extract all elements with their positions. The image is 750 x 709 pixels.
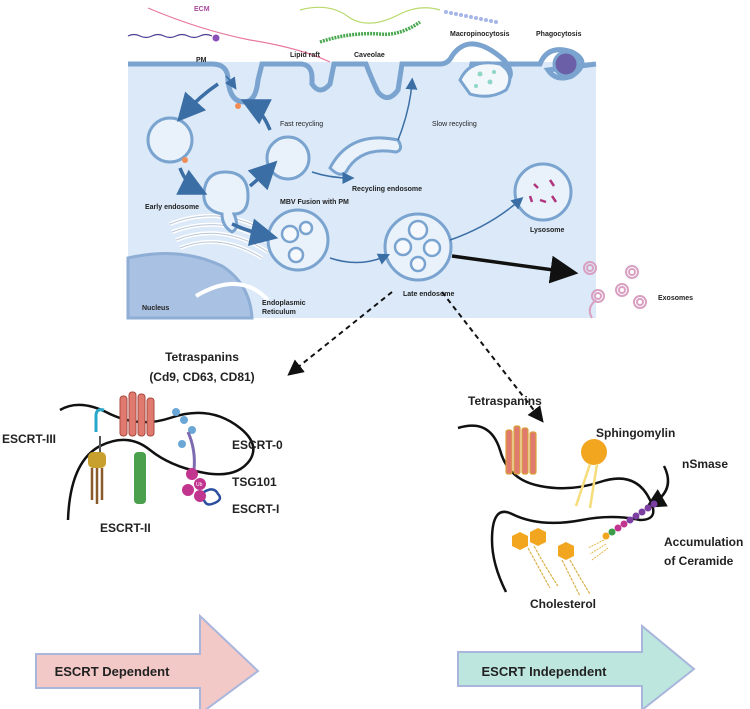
arrow-escrt-independent: ESCRT Independent (457, 623, 696, 709)
ecm-fibre-green (319, 20, 422, 44)
arrow-escrt-dependent: ESCRT Dependent (35, 613, 260, 709)
macropinosome (458, 61, 512, 98)
label-ceramide-line2: of Ceramide (664, 554, 734, 568)
label-exosomes: Exosomes (658, 295, 693, 302)
label-escrt0: ESCRT-0 (232, 438, 283, 452)
label-er-line2: Reticulum (262, 309, 296, 316)
tetraspanin-barrel-left (119, 391, 155, 437)
phagosome (552, 50, 580, 78)
plasma-membrane (128, 41, 597, 105)
late-endosome (383, 212, 453, 282)
label-pm: PM (196, 57, 207, 64)
label-sphingomylin: Sphingomylin (596, 426, 675, 440)
label-escrt-dependent: ESCRT Dependent (55, 664, 171, 679)
label-fast-recycling: Fast recycling (280, 121, 323, 128)
fast-recycling-vesicle (265, 135, 311, 181)
label-caveolae: Caveolae (354, 52, 385, 59)
label-escrt3: ESCRT-III (2, 432, 56, 446)
label-recycling-endosome: Recycling endosome (352, 186, 422, 193)
lysosome (513, 162, 573, 222)
label-slow-recycling: Slow recycling (432, 121, 477, 128)
label-phagocytosis: Phagocytosis (536, 31, 582, 38)
heading-cd-list: (Cd9, CD63, CD81) (149, 370, 254, 384)
escrt-independent-panel: Tetraspanins Sphingomylin nSmase Accumul… (457, 394, 743, 611)
escrt2-complex (134, 452, 146, 504)
ubiquitin-cluster (182, 468, 206, 502)
label-ceramide-line1: Accumulation (664, 535, 743, 549)
escrt1-complex (202, 488, 222, 506)
label-tetraspanins-right: Tetraspanins (468, 394, 542, 408)
membrane-right (457, 424, 655, 593)
secretion-arrow (451, 254, 579, 284)
label-lipid-raft: Lipid raft (290, 52, 321, 59)
receptor-left (94, 408, 105, 432)
label-cholesterol: Cholesterol (530, 597, 596, 611)
sphingomyelin-head (581, 439, 607, 465)
label-er-line1: Endoplasmic (262, 300, 306, 307)
cell-panel: ECM PM Lipid raft Caveolae Macropinocyto… (126, 6, 693, 320)
label-nucleus: Nucleus (142, 305, 169, 312)
label-ub: Ub (196, 482, 203, 488)
ceramide-chain (602, 500, 658, 540)
label-escrt1: ESCRT-I (232, 502, 279, 516)
label-early-endosome: Early endosome (145, 204, 199, 211)
exosomes (583, 261, 647, 319)
label-nsmase: nSmase (682, 457, 728, 471)
ecm-fibre-coil (127, 33, 213, 39)
vesicles (146, 61, 573, 282)
nsmase-arrow (645, 465, 670, 508)
escrt-dependent-panel: Ub ESCRT-0 ESCRT-III TSG101 ESCRT-II ESC… (2, 391, 283, 535)
label-escrt2: ESCRT-II (100, 521, 151, 535)
label-escrt-independent: ESCRT Independent (482, 664, 608, 679)
escrt0-complex (172, 408, 196, 471)
nucleus (126, 252, 254, 320)
label-tsg101: TSG101 (232, 475, 277, 489)
cholesterol-molecules (512, 528, 574, 560)
label-mbv-fusion: MBV Fusion with PM (280, 199, 349, 206)
label-late-endosome: Late endosome (403, 291, 454, 298)
label-macropinocytosis: Macropinocytosis (450, 31, 510, 38)
label-lysosome: Lysosome (530, 227, 564, 234)
ecm-fibre-pink (147, 7, 331, 63)
vesicle-left (146, 116, 194, 164)
label-ecm: ECM (194, 6, 210, 13)
heading-tetraspanins-left: Tetraspanins (165, 350, 239, 364)
tetraspanin-barrel-right (505, 425, 537, 475)
dashed-arrow-left (287, 291, 393, 376)
escrt3-complex (88, 452, 106, 504)
